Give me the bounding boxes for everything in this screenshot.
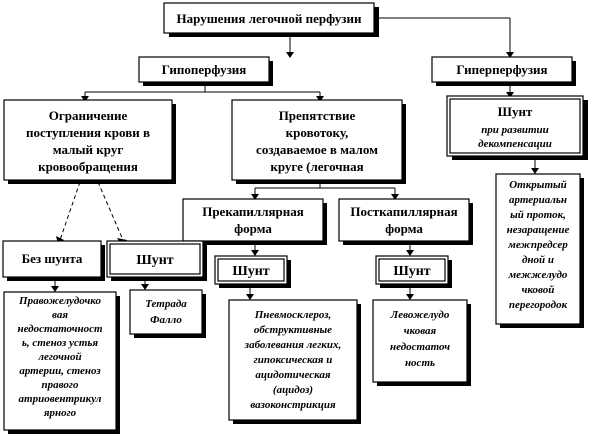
limit-line-1: Ограничение: [49, 108, 128, 123]
pre-desc-7: вазоконстрикция: [250, 399, 336, 411]
no-shunt-desc-1: Правожелудочко: [18, 295, 101, 307]
hyper-list-3: ый проток,: [510, 209, 566, 221]
shunt-pre-node: Шунт: [214, 255, 291, 288]
root-label: Нарушения легочной перфузии: [177, 11, 362, 26]
obstacle-line-3: создаваемое в малом: [256, 142, 378, 157]
no-shunt-desc-3: недостаточност: [17, 323, 103, 335]
shunt-left-node: Шунт: [106, 240, 207, 281]
pre-desc-3: заболевания легких,: [244, 339, 341, 351]
pre-desc-2: обструктивные: [254, 324, 332, 336]
arrowheads: [51, 52, 539, 300]
no-shunt-desc-node: Правожелудочко вая недостаточност ь, сте…: [3, 291, 120, 434]
hypo-label: Гипоперфузия: [162, 62, 247, 77]
tetrada-line-1: Тетрада: [145, 298, 187, 310]
no-shunt-desc-7: правого: [42, 379, 79, 391]
postcap-node: Посткапиллярная форма: [338, 198, 473, 245]
hyper-label: Гиперперфузия: [456, 62, 547, 77]
precap-node: Прекапиллярная форма: [182, 198, 327, 245]
no-shunt-desc-9: ярного: [43, 407, 77, 419]
hyper-shunt-node: Шунт при развитии декомпенсации: [446, 95, 588, 160]
root-node: Нарушения легочной перфузии: [163, 2, 379, 37]
limit-line-3: малый круг: [53, 142, 124, 157]
no-shunt-desc-5: легочной: [37, 351, 81, 363]
hyper-shunt-desc-1: при развитии: [481, 124, 549, 136]
precap-line-1: Прекапиллярная: [202, 204, 304, 219]
post-desc-4: ность: [405, 357, 435, 369]
postcap-line-2: форма: [385, 221, 423, 236]
hyper-shunt-title: Шунт: [498, 104, 533, 119]
pre-desc-node: Пневмосклероз, обструктивные заболевания…: [228, 299, 361, 424]
shunt-post-node: Шунт: [375, 255, 452, 288]
shunt-pre-label: Шунт: [232, 264, 269, 279]
limit-line-4: кровообращения: [38, 159, 138, 174]
obstacle-node: Препятствие кровотоку, создаваемое в мал…: [231, 99, 406, 184]
hyper-list-9: перегородок: [509, 299, 568, 311]
shunt-post-label: Шунт: [393, 264, 430, 279]
shunt-left-label: Шунт: [136, 253, 173, 268]
post-desc-1: Левожелудо: [390, 309, 450, 321]
pre-desc-6: (ацидоз): [273, 384, 313, 396]
post-desc-2: чковая: [404, 325, 437, 337]
no-shunt-desc-2: вая: [52, 309, 68, 321]
hyper-list-6: дной и: [522, 254, 554, 266]
hyper-shunt-desc-2: декомпенсации: [478, 138, 552, 150]
post-desc-3: недостаточ: [390, 341, 450, 353]
no-shunt-label: Без шунта: [22, 251, 83, 266]
limit-line-2: поступления крови в: [26, 125, 150, 140]
precap-line-2: форма: [234, 221, 272, 236]
hyper-list-1: Открытый: [509, 179, 567, 191]
hyper-node: Гиперперфузия: [431, 56, 576, 86]
limit-node: Ограничение поступления крови в малый кр…: [3, 99, 176, 184]
no-shunt-desc-4: ь, стеноз устья: [22, 337, 99, 349]
tetrada-line-2: Фалло: [150, 314, 182, 326]
postcap-line-1: Посткапиллярная: [350, 204, 457, 219]
pre-desc-1: Пневмосклероз,: [254, 309, 332, 321]
obstacle-line-2: кровотоку,: [286, 125, 349, 140]
hyper-list-5: межпредсер: [507, 239, 568, 251]
obstacle-line-4: круге (легочная: [270, 159, 363, 174]
obstacle-line-1: Препятствие: [279, 108, 356, 123]
pre-desc-5: ацидотическая: [255, 369, 331, 381]
hyper-list-4: незаращение: [507, 224, 570, 236]
no-shunt-node: Без шунта: [2, 240, 105, 281]
hypo-node: Гипоперфузия: [138, 56, 273, 86]
hyper-list-7: межжелудо: [508, 269, 568, 281]
no-shunt-desc-8: атриовентрикул: [19, 393, 102, 405]
hyper-list-node: Открытый артериальн ый проток, незаращен…: [495, 173, 584, 328]
post-desc-node: Левожелудо чковая недостаточ ность: [372, 299, 471, 386]
hyper-list-8: чковой: [522, 284, 555, 296]
hyper-list-2: артериальн: [509, 194, 567, 206]
tetrada-node: Тетрада Фалло: [129, 289, 206, 338]
no-shunt-desc-6: артерии, стеноз: [19, 365, 101, 377]
pre-desc-4: гипоксическая и: [254, 354, 333, 366]
